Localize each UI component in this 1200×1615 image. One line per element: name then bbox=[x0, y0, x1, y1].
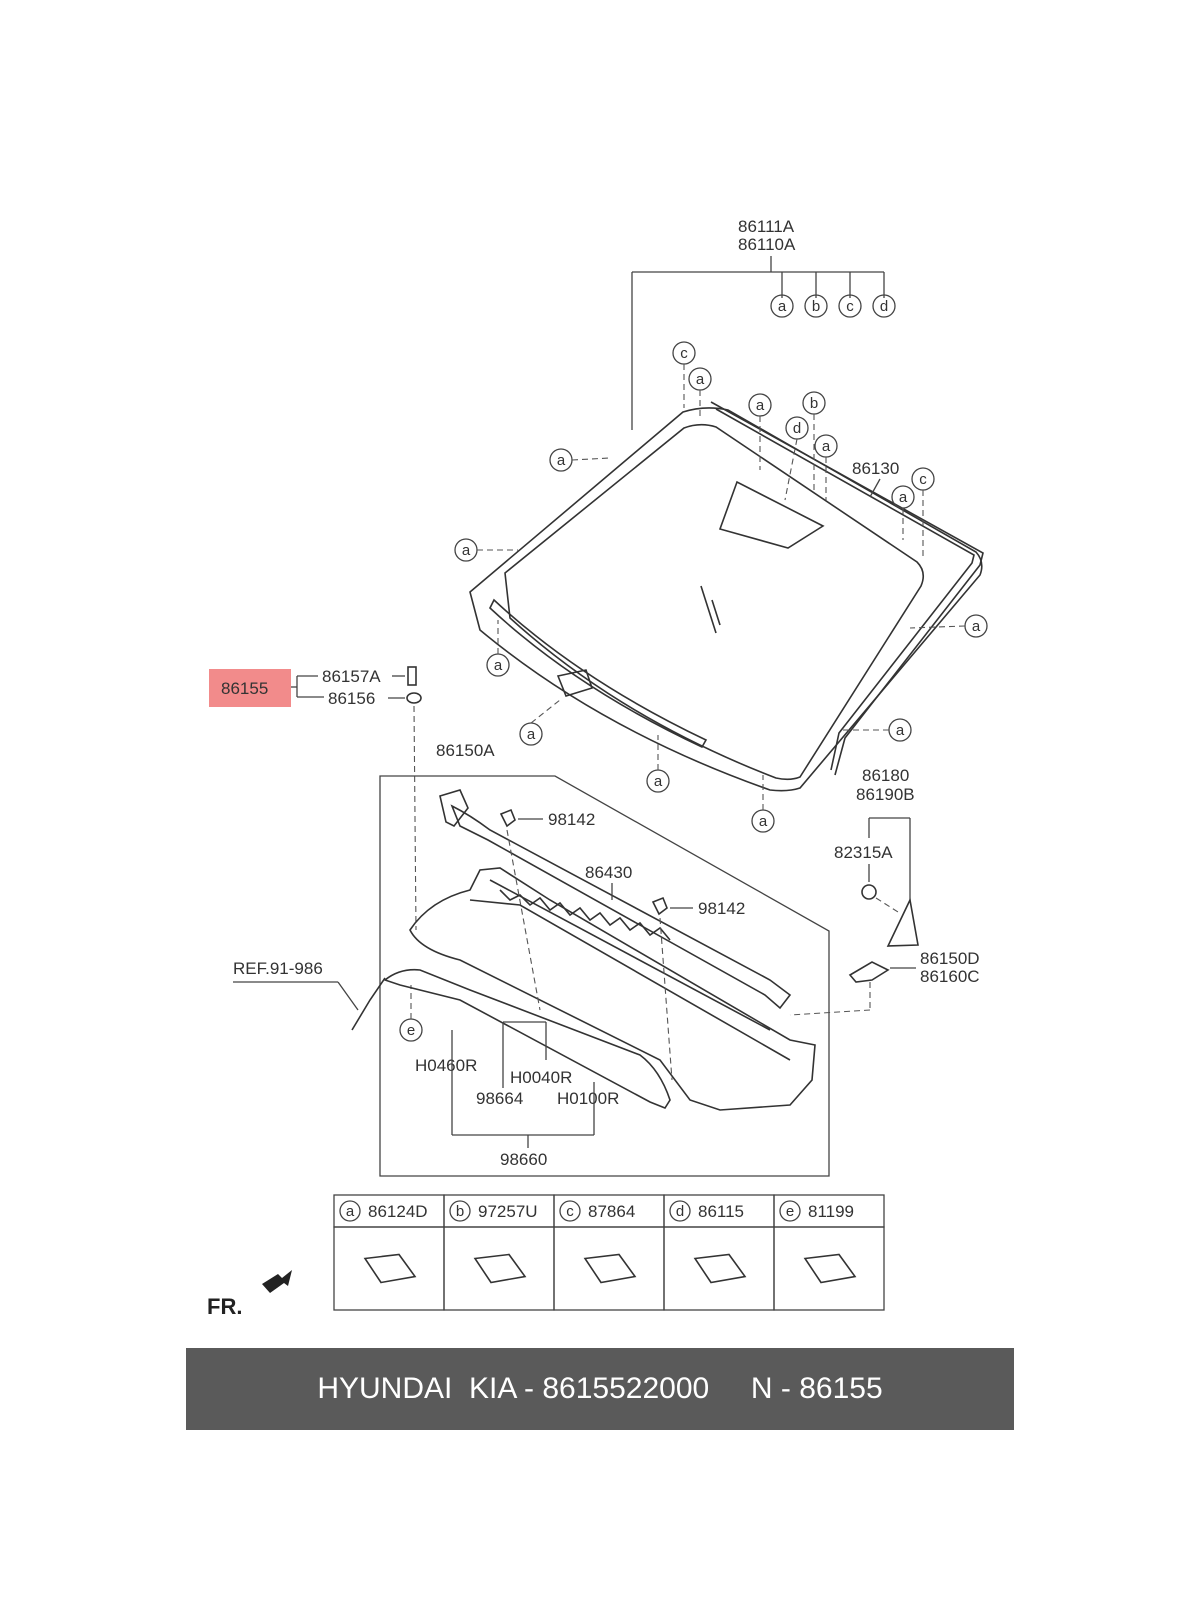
legend-cell-a: a 86124D bbox=[333, 1194, 445, 1311]
legend-part-d: 86115 bbox=[698, 1202, 744, 1221]
marker-a: a bbox=[891, 485, 915, 540]
label-H0460R: H0460R bbox=[415, 1056, 477, 1075]
svg-text:a: a bbox=[756, 397, 765, 414]
marker-a: a bbox=[519, 699, 561, 746]
svg-text:d: d bbox=[880, 298, 888, 315]
svg-text:a: a bbox=[494, 657, 503, 674]
marker-a: a bbox=[770, 294, 794, 318]
marker-d: d bbox=[872, 294, 896, 318]
legend-part-e: 81199 bbox=[808, 1202, 854, 1221]
svg-text:d: d bbox=[793, 420, 801, 437]
svg-text:a: a bbox=[462, 542, 471, 559]
svg-text:a: a bbox=[778, 298, 787, 315]
legend-part-b: 97257U bbox=[478, 1202, 538, 1221]
marker-b: b bbox=[804, 294, 828, 318]
footer-brand: HYUNDAI KIA - 8615522000 bbox=[317, 1372, 710, 1405]
label-86111A: 86111A bbox=[738, 217, 795, 236]
highlight-box bbox=[209, 669, 291, 707]
marker-a: a bbox=[549, 448, 611, 472]
svg-text:c: c bbox=[846, 298, 854, 315]
label-86155: 86155 bbox=[221, 679, 268, 698]
marker-a: a bbox=[748, 393, 772, 470]
label-86430: 86430 bbox=[585, 863, 632, 882]
cowl-assembly: 86150A 98142 98142 86430 H0460R H0040R 9… bbox=[379, 741, 830, 1177]
legend-cell-e: e 81199 bbox=[773, 1194, 885, 1311]
marker-c: c bbox=[911, 467, 935, 560]
legend-part-a: 86124D bbox=[368, 1202, 428, 1221]
svg-text:a: a bbox=[654, 773, 663, 790]
front-indicator: FR. bbox=[207, 1270, 292, 1319]
legend-shape-d bbox=[693, 1253, 747, 1284]
legend-table: a 86124D b 97257U c 87864 d 86115 e 81199 bbox=[333, 1194, 885, 1311]
label-86157A: 86157A bbox=[322, 667, 381, 686]
marker-a: a bbox=[454, 538, 518, 562]
svg-text:a: a bbox=[696, 371, 705, 388]
cover-parts: 86180 86190B 82315A 86150D 86160C bbox=[789, 766, 980, 1016]
svg-text:a: a bbox=[557, 452, 566, 469]
marker-a: a bbox=[751, 775, 775, 833]
marker-a: a bbox=[909, 614, 988, 638]
label-ref: REF.91-986 bbox=[233, 959, 323, 978]
ref-callout: REF.91-986 bbox=[233, 959, 386, 1031]
label-86110A: 86110A bbox=[738, 235, 796, 254]
svg-text:d: d bbox=[676, 1203, 684, 1220]
footer-bar: HYUNDAI KIA - 8615522000 N - 86155 bbox=[186, 1348, 1014, 1430]
label-98664: 98664 bbox=[476, 1089, 523, 1108]
marker-c: c bbox=[838, 294, 862, 318]
marker-c: c bbox=[672, 341, 696, 408]
windshield-callout: 86111A 86110A bbox=[631, 217, 885, 430]
label-H0040R: H0040R bbox=[510, 1068, 572, 1087]
label-86150A: 86150A bbox=[436, 741, 495, 760]
highlight-86155: 86155 86157A 86156 bbox=[209, 666, 422, 931]
marker-a: a bbox=[840, 718, 912, 742]
legend-part-c: 87864 bbox=[588, 1202, 635, 1221]
marker-b: b bbox=[802, 391, 826, 490]
legend-cell-b: b 97257U bbox=[443, 1194, 555, 1311]
windshield-glass bbox=[469, 401, 984, 792]
svg-text:b: b bbox=[810, 395, 818, 412]
label-86130: 86130 bbox=[852, 459, 899, 478]
svg-text:a: a bbox=[972, 618, 981, 635]
svg-text:a: a bbox=[822, 438, 831, 455]
label-82315A: 82315A bbox=[834, 843, 893, 862]
svg-text:b: b bbox=[812, 298, 820, 315]
svg-text:b: b bbox=[456, 1203, 464, 1220]
legend-cell-d: d 86115 bbox=[663, 1194, 775, 1311]
label-86190B: 86190B bbox=[856, 785, 915, 804]
svg-text:e: e bbox=[786, 1203, 794, 1220]
label-86156: 86156 bbox=[328, 689, 375, 708]
legend-shape-c bbox=[583, 1253, 637, 1284]
marker-a: a bbox=[814, 434, 838, 500]
marker-d: d bbox=[784, 416, 809, 501]
marker-a: a bbox=[688, 367, 712, 418]
legend-shape-a bbox=[363, 1253, 417, 1284]
label-98142-b: 98142 bbox=[698, 899, 745, 918]
legend-shape-b bbox=[473, 1253, 527, 1284]
svg-text:a: a bbox=[899, 489, 908, 506]
marker-a: a bbox=[646, 735, 670, 793]
marker-e: e bbox=[399, 985, 423, 1042]
svg-text:a: a bbox=[527, 726, 536, 743]
svg-text:a: a bbox=[896, 722, 905, 739]
svg-text:c: c bbox=[680, 345, 688, 362]
label-front: FR. bbox=[207, 1294, 242, 1319]
label-H0100R: H0100R bbox=[557, 1089, 619, 1108]
label-98660: 98660 bbox=[500, 1150, 547, 1169]
label-86150D: 86150D bbox=[920, 949, 980, 968]
marker-a: a bbox=[486, 620, 510, 677]
label-86160C: 86160C bbox=[920, 967, 980, 986]
label-98142-a: 98142 bbox=[548, 810, 595, 829]
svg-text:c: c bbox=[919, 471, 927, 488]
svg-text:c: c bbox=[566, 1203, 574, 1220]
svg-text:a: a bbox=[759, 813, 768, 830]
svg-text:e: e bbox=[407, 1022, 415, 1039]
legend-shape-e bbox=[803, 1253, 857, 1284]
legend-cell-c: c 87864 bbox=[553, 1194, 665, 1311]
label-86180: 86180 bbox=[862, 766, 909, 785]
svg-text:a: a bbox=[346, 1203, 355, 1220]
footer-part: N - 86155 bbox=[750, 1372, 883, 1405]
front-arrow-icon bbox=[262, 1270, 292, 1293]
